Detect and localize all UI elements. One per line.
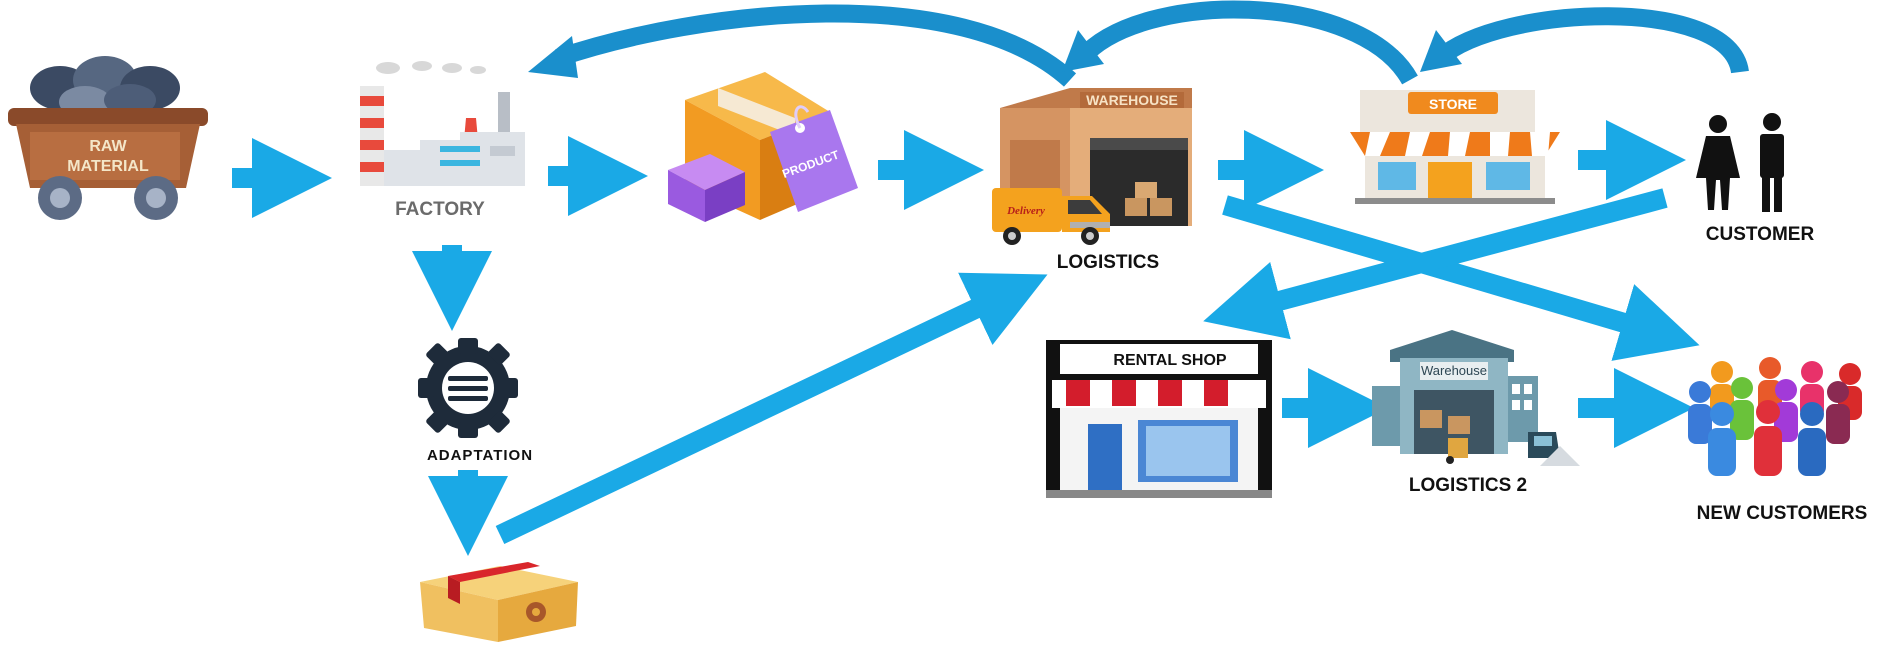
adaptation-gear-icon xyxy=(418,338,518,438)
arrowhead-to-logistics xyxy=(1062,30,1104,72)
curved-arrow-logistics-to-factory xyxy=(555,4,1077,87)
curved-arrow-store-to-logistics xyxy=(1075,0,1418,85)
curved-arrow-customer-to-store xyxy=(1434,7,1749,75)
product-box-icon xyxy=(668,72,858,222)
raw-material-label-line2: MATERIAL xyxy=(67,158,149,175)
raw-material-label-line1: RAW xyxy=(89,138,127,155)
arrowhead-to-store xyxy=(1420,30,1462,72)
adapted-box-icon xyxy=(420,562,578,642)
rental-shop-sign-text: RENTAL SHOP xyxy=(1113,352,1227,369)
crowd-front-row xyxy=(1708,400,1826,476)
warehouse2-sign-text: Warehouse xyxy=(1421,363,1487,378)
adaptation-label: ADAPTATION xyxy=(427,447,533,464)
truck-delivery-text: Delivery xyxy=(1006,205,1045,217)
arrowhead-to-factory xyxy=(528,36,578,78)
flow-arrows xyxy=(232,120,1700,556)
customer-label: CUSTOMER xyxy=(1706,224,1815,245)
warehouse-sign-text: WAREHOUSE xyxy=(1086,92,1178,108)
return-arrows xyxy=(555,0,1749,87)
logistics2-label: LOGISTICS 2 xyxy=(1409,475,1527,496)
delivery-truck-icon xyxy=(992,188,1110,245)
arrow-customer-to-rental-shop xyxy=(1203,188,1668,340)
crowd-middle-row xyxy=(1688,377,1850,444)
rental-shop-icon xyxy=(1046,340,1272,498)
logistics-label: LOGISTICS xyxy=(1057,252,1159,273)
arrow-logistics-to-new-customers xyxy=(1222,195,1700,361)
store-icon xyxy=(1350,90,1560,204)
raw-material-cart-icon xyxy=(8,56,208,220)
new-customers-crowd-icon xyxy=(1688,357,1862,476)
store-sign-text: STORE xyxy=(1429,96,1477,112)
customer-people-icon xyxy=(1696,113,1784,212)
return-arrow-heads xyxy=(528,30,1462,78)
new-customers-label: NEW CUSTOMERS xyxy=(1697,503,1868,524)
factory-label: FACTORY xyxy=(395,199,485,220)
factory-icon xyxy=(360,61,525,186)
arrow-box-to-logistics xyxy=(495,272,1048,545)
warehouse2-icon xyxy=(1372,330,1580,466)
